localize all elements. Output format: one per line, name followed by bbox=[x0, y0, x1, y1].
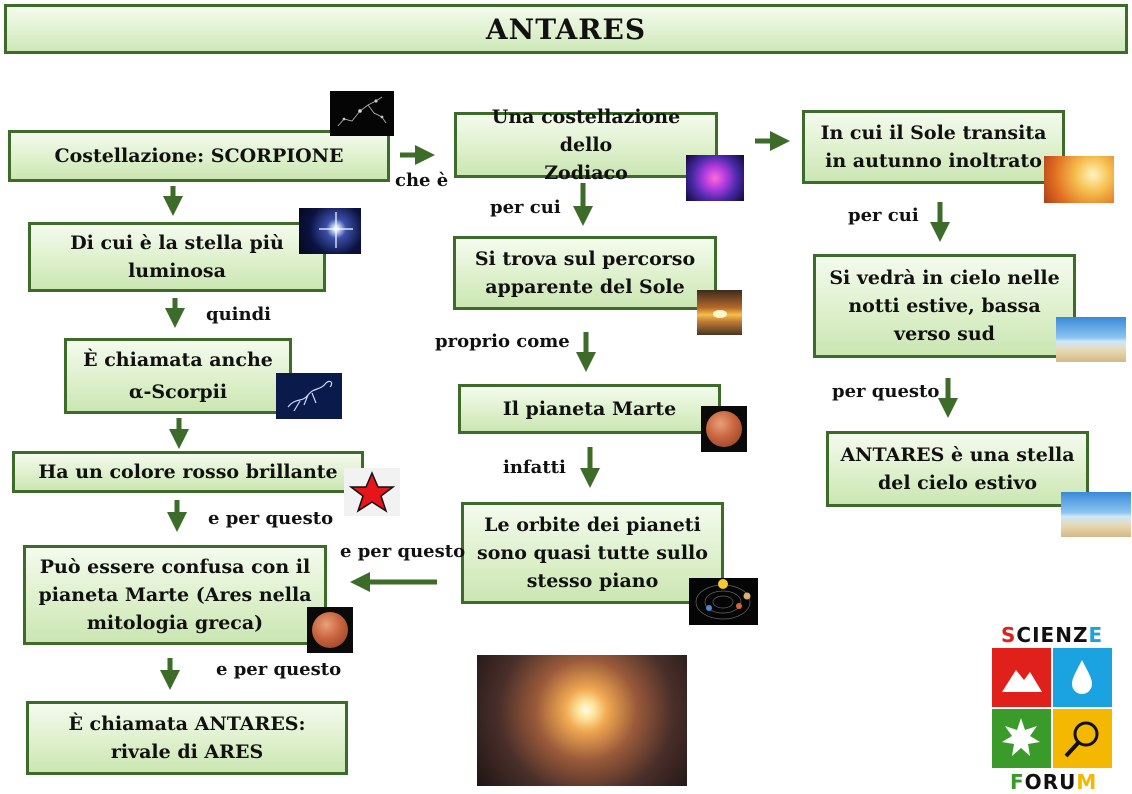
mars-image-2 bbox=[701, 406, 747, 452]
box-text-line: α-Scorpii bbox=[128, 381, 228, 403]
box-autunno: In cui il Sole transita in autunno inoltr… bbox=[802, 110, 1065, 184]
label-quindi: quindi bbox=[206, 304, 272, 325]
box-text-line: Le orbite dei pianeti bbox=[484, 514, 701, 536]
box-text-line: Può essere confusa con il bbox=[39, 556, 311, 578]
box-text-line: sono quasi tutte sullo bbox=[477, 542, 708, 564]
box-text-line: Una costellazione dello bbox=[491, 106, 681, 156]
antares-photo bbox=[477, 655, 687, 786]
logo-letter: Z bbox=[1072, 623, 1089, 647]
box-text-line: in autunno inoltrato bbox=[825, 150, 1042, 172]
label-e-per-questo-3: e per questo bbox=[216, 659, 342, 680]
box-alpha-scorpii: È chiamata anche α-Scorpii bbox=[64, 338, 292, 414]
label-infatti: infatti bbox=[503, 457, 566, 478]
logo-letter: R bbox=[1042, 770, 1060, 794]
beach-image-2 bbox=[1061, 492, 1131, 537]
beach-image-1 bbox=[1056, 317, 1126, 362]
scorpion-drawing-image bbox=[276, 373, 342, 419]
box-text-line: ANTARES è una stella bbox=[840, 444, 1075, 466]
label-per-cui-1: per cui bbox=[490, 197, 561, 218]
logo-letter: C bbox=[1016, 623, 1033, 647]
sunset-image bbox=[697, 290, 742, 335]
label-e-per-questo-2: e per questo bbox=[340, 541, 466, 562]
box-text-line: mitologia greca) bbox=[86, 612, 264, 634]
box-scorpione-text: Costellazione: SCORPIONE bbox=[54, 145, 344, 167]
label-per-questo: per questo bbox=[832, 381, 940, 402]
scorpius-constellation-image bbox=[330, 91, 394, 136]
label-per-cui-2: per cui bbox=[848, 205, 919, 226]
box-text-line: Di cui è la stella più bbox=[70, 232, 284, 254]
bright-star-image bbox=[299, 208, 361, 254]
box-text-line: del cielo estivo bbox=[877, 472, 1038, 494]
logo-letter: M bbox=[1076, 770, 1098, 794]
box-text-line: notti estive, bassa bbox=[848, 295, 1041, 317]
box-text-line: Zodiaco bbox=[544, 162, 628, 184]
page-title: ANTARES bbox=[4, 4, 1128, 54]
zodiac-image bbox=[686, 155, 744, 201]
box-text-line: Si trova sul percorso bbox=[474, 248, 696, 270]
box-text-line: stesso piano bbox=[526, 570, 659, 592]
logo-letter: N bbox=[1055, 623, 1073, 647]
solar-system-image bbox=[689, 578, 758, 625]
box-scorpione: Costellazione: SCORPIONE bbox=[8, 130, 390, 182]
box-marte: Il pianeta Marte bbox=[458, 384, 721, 434]
logo-letter: F bbox=[1010, 770, 1025, 794]
autumn-leaves-image bbox=[1044, 156, 1114, 203]
logo-letter: S bbox=[1001, 623, 1017, 647]
logo-bottom-word: FORUM bbox=[1010, 770, 1097, 794]
label-e-per-questo-1: e per questo bbox=[208, 508, 334, 529]
logo-letter: O bbox=[1024, 770, 1043, 794]
logo-letter: E bbox=[1088, 623, 1104, 647]
box-antares-rivale: È chiamata ANTARES: rivale di ARES bbox=[26, 701, 348, 775]
label-proprio-come: proprio come bbox=[435, 331, 570, 352]
box-text-line: Si vedrà in cielo nelle bbox=[829, 267, 1060, 289]
box-orbite: Le orbite dei pianeti sono quasi tutte su… bbox=[461, 502, 724, 604]
box-marte-text: Il pianeta Marte bbox=[502, 398, 677, 420]
box-text-line: È chiamata ANTARES: bbox=[68, 713, 306, 735]
box-text-line: apparente del Sole bbox=[485, 276, 685, 298]
box-estivo: ANTARES è una stella del cielo estivo bbox=[826, 431, 1089, 507]
box-confusa: Può essere confusa con il pianeta Marte (… bbox=[23, 545, 327, 645]
scienze-forum-logo bbox=[992, 648, 1112, 768]
red-star-icon bbox=[344, 468, 400, 516]
box-stella-luminosa: Di cui è la stella più luminosa bbox=[28, 222, 326, 292]
box-rosso: Ha un colore rosso brillante bbox=[12, 451, 364, 493]
box-text-line: rivale di ARES bbox=[110, 741, 264, 763]
box-estive: Si vedrà in cielo nelle notti estive, bas… bbox=[813, 254, 1076, 358]
box-text-line: verso sud bbox=[894, 323, 995, 345]
box-text-line: pianeta Marte (Ares nella bbox=[38, 584, 312, 606]
logo-letter: E bbox=[1040, 623, 1056, 647]
label-che-e: che è bbox=[395, 170, 449, 191]
mars-image-1 bbox=[307, 607, 353, 653]
logo-letter: U bbox=[1059, 770, 1077, 794]
logo-top-word: SCIENZE bbox=[1001, 623, 1103, 647]
box-percorso-sole: Si trova sul percorso apparente del Sole bbox=[453, 236, 717, 310]
box-text-line: In cui il Sole transita bbox=[820, 122, 1047, 144]
logo-letter: I bbox=[1032, 623, 1041, 647]
box-text-line: È chiamata anche bbox=[83, 349, 273, 371]
box-text-line: luminosa bbox=[128, 260, 226, 282]
box-rosso-text: Ha un colore rosso brillante bbox=[38, 461, 338, 483]
